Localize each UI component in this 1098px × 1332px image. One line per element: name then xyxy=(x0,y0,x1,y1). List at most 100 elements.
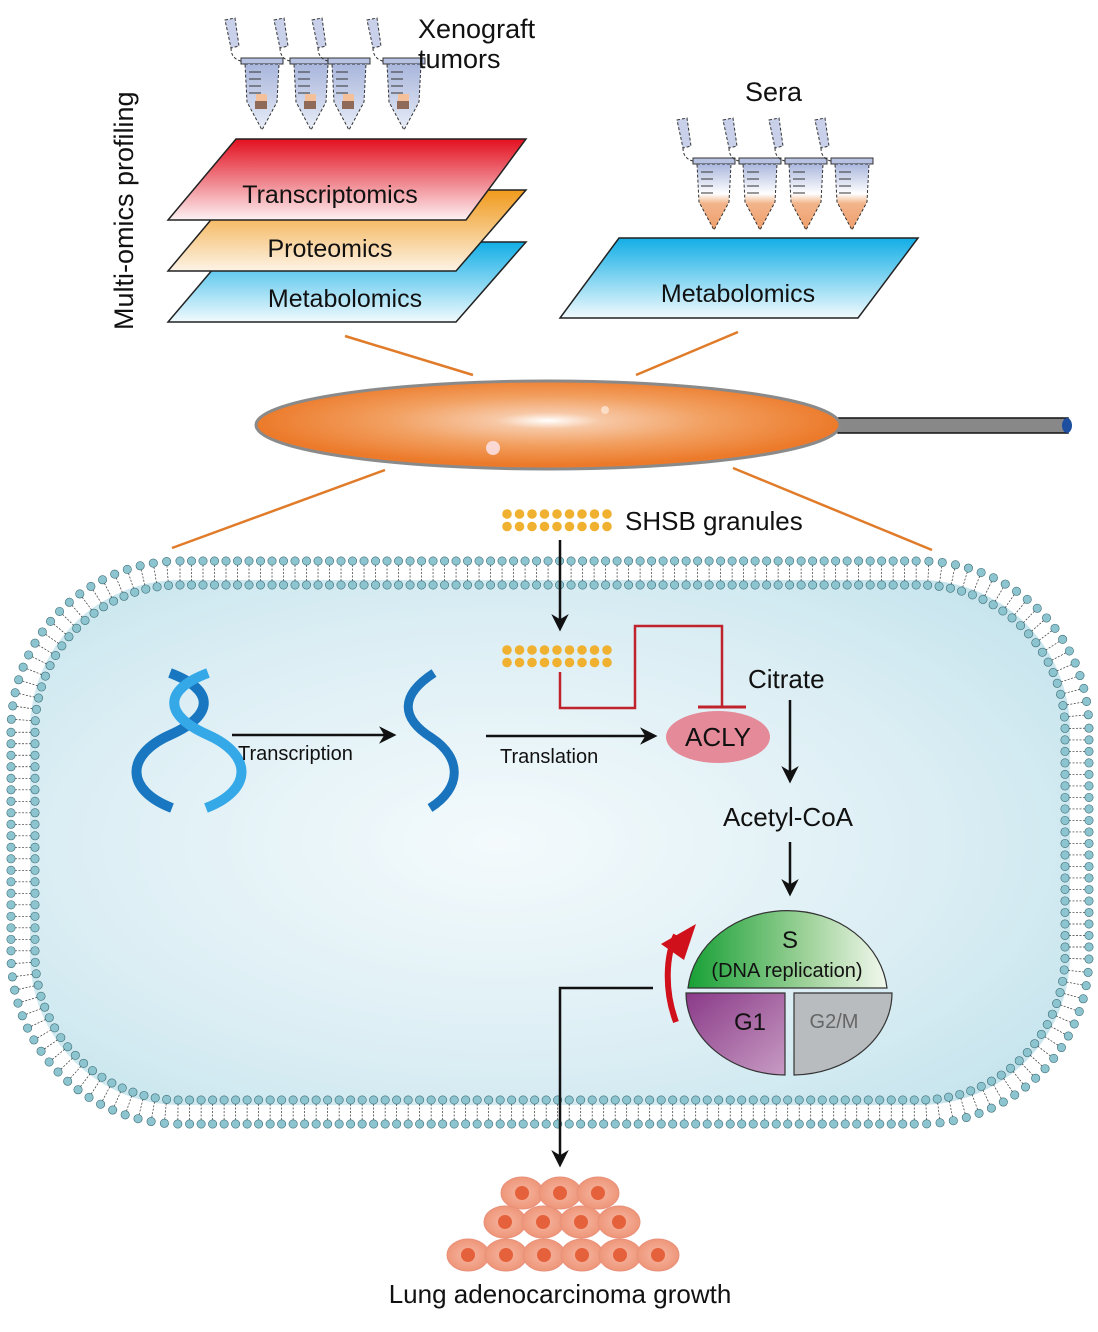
lipid-head xyxy=(692,1120,700,1128)
granule-dot xyxy=(565,509,575,519)
lipid-head xyxy=(415,1096,423,1104)
lipid-head xyxy=(415,1120,423,1128)
lipid-head xyxy=(925,557,933,565)
citrate-label: Citrate xyxy=(748,664,825,694)
lipid-head xyxy=(406,557,414,565)
lipid-head xyxy=(65,598,73,606)
lipid-head xyxy=(853,1096,861,1104)
lipid-head xyxy=(751,581,759,589)
lipid-head xyxy=(975,1109,983,1117)
lipid-head xyxy=(118,1084,126,1092)
lipid-head xyxy=(818,1096,826,1104)
lipid-head xyxy=(199,557,207,565)
lipid-head xyxy=(1061,851,1069,859)
lipid-head xyxy=(797,581,805,589)
granule-dot xyxy=(515,658,525,668)
lipid-head xyxy=(1064,1032,1072,1040)
lipid-head xyxy=(887,1120,895,1128)
lipid-head xyxy=(41,672,49,680)
tumor-nucleus xyxy=(613,1248,627,1262)
lipid-head xyxy=(358,1096,366,1104)
lipid-head xyxy=(944,1093,952,1101)
lipid-head xyxy=(7,935,15,943)
lipid-head xyxy=(371,581,379,589)
lipid-head xyxy=(312,1120,320,1128)
lipid-head xyxy=(463,581,471,589)
tumor-nucleus xyxy=(515,1186,529,1200)
lipid-head xyxy=(1048,1010,1056,1018)
lipid-head xyxy=(7,832,15,840)
lipid-head xyxy=(461,1096,469,1104)
lipid-head xyxy=(484,1120,492,1128)
lipid-head xyxy=(530,1096,538,1104)
lipid-head xyxy=(427,1120,435,1128)
lipid-head xyxy=(830,1120,838,1128)
lipid-head xyxy=(381,1120,389,1128)
lipid-head xyxy=(46,661,54,669)
lipid-head xyxy=(659,557,667,565)
granule-dot xyxy=(552,658,562,668)
lipid-head xyxy=(1021,1083,1029,1091)
lipid-head xyxy=(1061,747,1069,755)
lipid-head xyxy=(7,763,15,771)
lipid-head xyxy=(565,1120,573,1128)
lipid-head xyxy=(670,557,678,565)
lipid-head xyxy=(521,581,529,589)
lipid-head xyxy=(680,1120,688,1128)
lipid-head xyxy=(877,581,885,589)
lipid-head xyxy=(935,582,943,590)
lipid-head xyxy=(392,1120,400,1128)
granule-dot xyxy=(577,645,587,655)
tumor-nucleus xyxy=(574,1215,588,1229)
connector-line xyxy=(172,470,385,548)
lipid-head xyxy=(417,581,425,589)
capsule-lens xyxy=(256,381,840,469)
lipid-head xyxy=(1085,736,1093,744)
lipid-head xyxy=(123,565,131,573)
lipid-head xyxy=(728,557,736,565)
lipid-head xyxy=(703,1096,711,1104)
lipid-head xyxy=(831,557,839,565)
lipid-head xyxy=(682,581,690,589)
lipid-head xyxy=(936,1119,944,1127)
lipid-head xyxy=(1085,816,1093,824)
lipid-head xyxy=(636,557,644,565)
lipid-head xyxy=(7,843,15,851)
lipid-head xyxy=(64,1043,72,1051)
lipid-head xyxy=(452,557,460,565)
granule-dot xyxy=(515,522,525,532)
lipid-head xyxy=(542,1120,550,1128)
lipid-head xyxy=(1016,621,1024,629)
granule-dot xyxy=(565,658,575,668)
tumor-nucleus xyxy=(553,1186,567,1200)
granule-dot xyxy=(552,509,562,519)
lipid-head xyxy=(7,728,15,736)
lipid-head xyxy=(1031,1074,1039,1082)
s-phase-label: S xyxy=(782,927,798,954)
lipid-head xyxy=(300,1096,308,1104)
lipid-head xyxy=(256,557,264,565)
lipid-head xyxy=(7,715,15,723)
lipid-head xyxy=(521,557,529,565)
lipid-head xyxy=(1011,1091,1019,1099)
lipid-head xyxy=(601,581,609,589)
lipid-head xyxy=(841,1096,849,1104)
lipid-head xyxy=(208,1096,216,1104)
tumor-cell-cluster xyxy=(447,1177,679,1271)
lipid-head xyxy=(7,855,15,863)
lipid-head xyxy=(1085,805,1093,813)
granule-dot xyxy=(502,509,512,519)
lipid-head xyxy=(509,557,517,565)
lipid-head xyxy=(74,1086,82,1094)
lipid-head xyxy=(31,797,39,805)
lipid-head xyxy=(438,1120,446,1128)
lipid-head xyxy=(1084,711,1092,719)
lipid-head xyxy=(807,1120,815,1128)
lipid-head xyxy=(404,1096,412,1104)
lipid-head xyxy=(622,1096,630,1104)
lipid-head xyxy=(576,1096,584,1104)
tube-icon xyxy=(815,118,873,230)
granule-dot xyxy=(577,509,587,519)
lipid-head xyxy=(1008,614,1016,622)
